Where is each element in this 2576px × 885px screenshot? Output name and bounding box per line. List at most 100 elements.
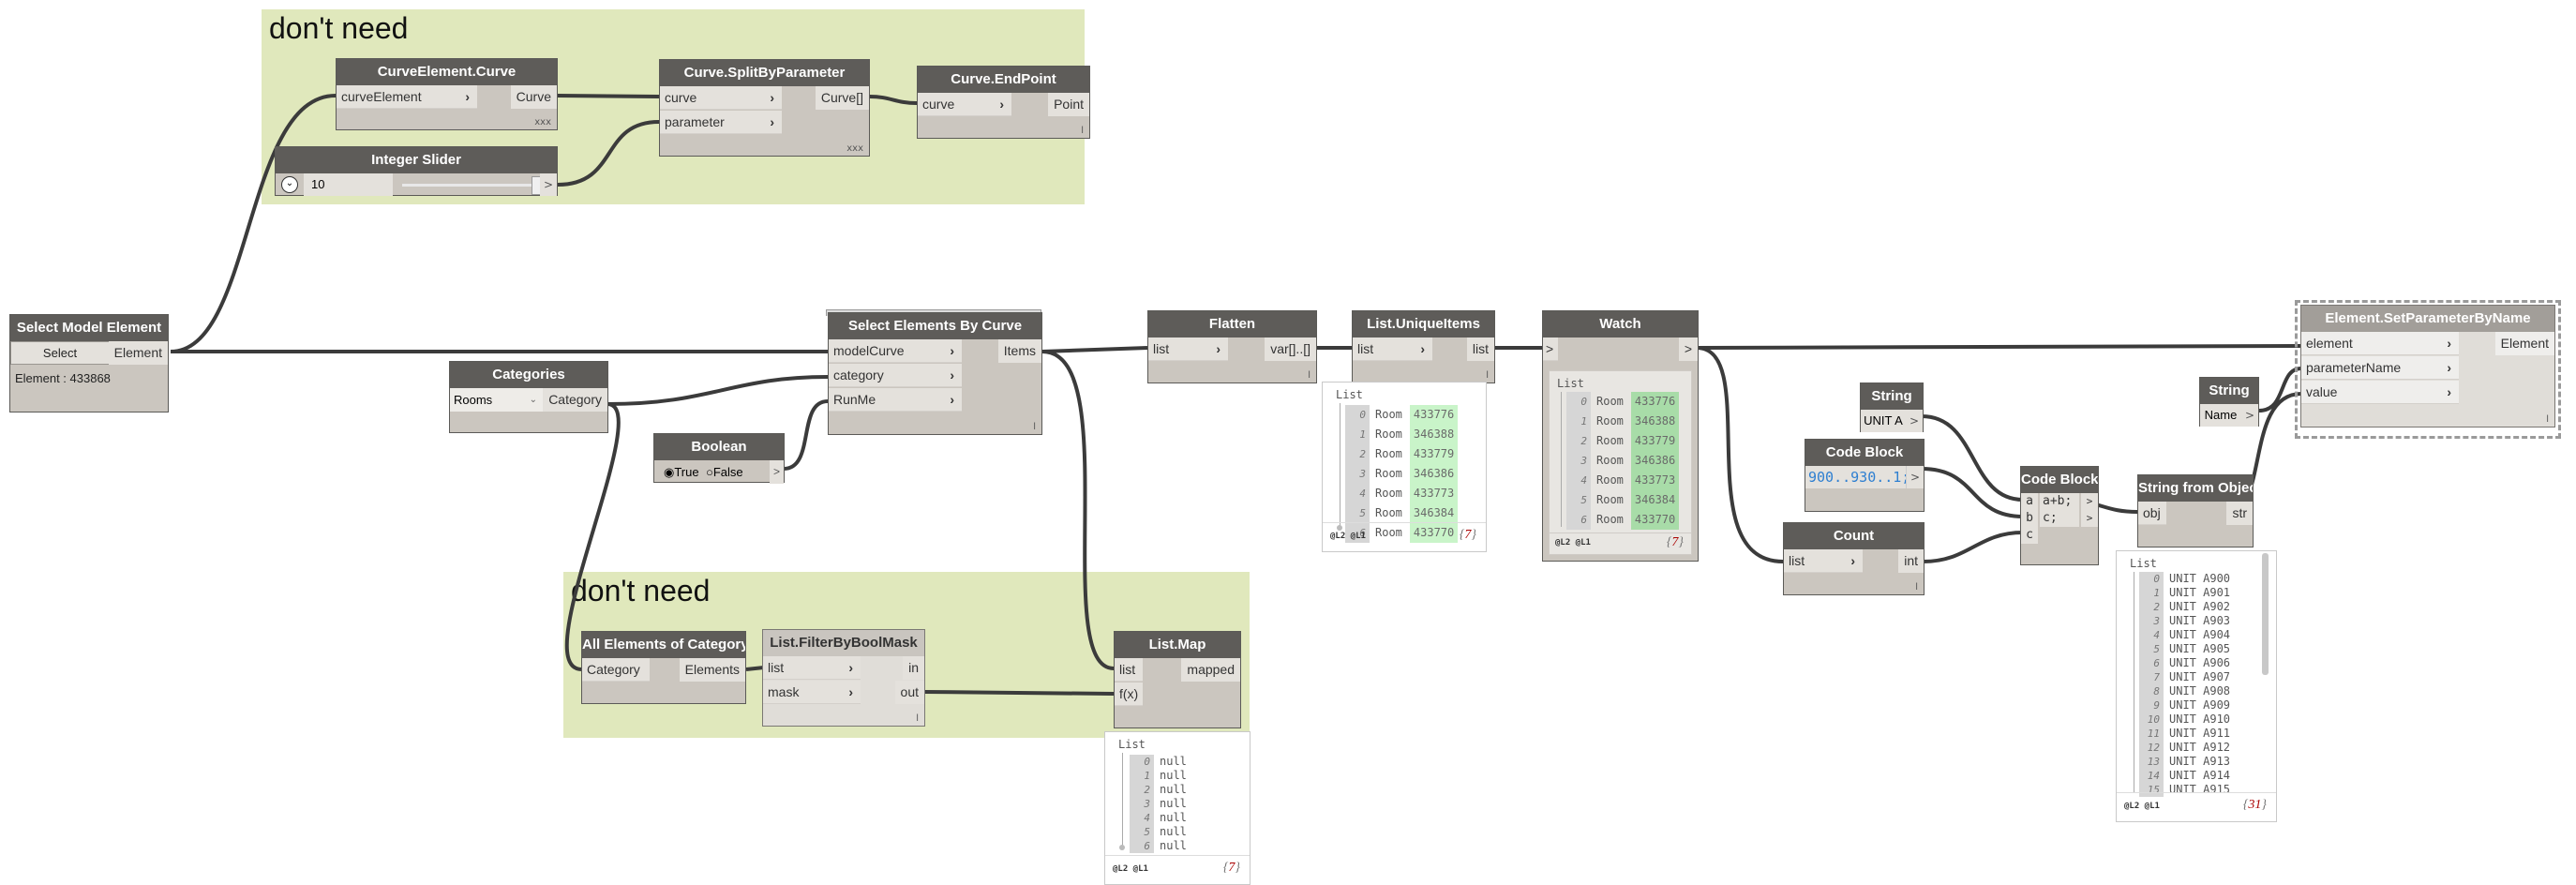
input-port-c[interactable]: c xyxy=(2021,527,2038,544)
output-port[interactable]: > xyxy=(770,460,784,484)
node-categories[interactable]: Categories Rooms ⌄ Category xyxy=(449,361,608,433)
element-id[interactable]: 433779 xyxy=(1630,431,1680,451)
lacing-indicator[interactable]: l xyxy=(1308,370,1310,381)
output-port-out[interactable]: out xyxy=(894,681,924,704)
output-port[interactable]: > xyxy=(540,173,557,196)
node-list-uniqueitems[interactable]: List.UniqueItems list› list l xyxy=(1352,310,1495,383)
output-port[interactable]: > xyxy=(1678,338,1698,361)
output-port-curve[interactable]: Curve xyxy=(510,85,557,109)
node-string-from-object[interactable]: String from Object obj str xyxy=(2137,474,2254,548)
node-flatten[interactable]: Flatten list› var[]..[] l xyxy=(1147,310,1317,383)
element-id[interactable]: 433776 xyxy=(1630,392,1680,412)
lacing-indicator[interactable]: xxx xyxy=(846,143,863,154)
slider-track[interactable] xyxy=(402,184,533,187)
input-port-parameter[interactable]: parameter› xyxy=(660,111,782,134)
input-port-category[interactable]: Category xyxy=(582,658,650,682)
output-port-element[interactable]: Element xyxy=(108,341,168,365)
output-port-in[interactable]: in xyxy=(903,656,924,680)
output-port-elements[interactable]: Elements xyxy=(679,658,745,682)
output-port-2[interactable]: > xyxy=(2081,510,2098,527)
output-port-str[interactable]: str xyxy=(2226,502,2253,525)
lacing-indicator[interactable]: l xyxy=(1033,422,1036,432)
element-id[interactable]: 433770 xyxy=(1409,523,1459,543)
output-port-var[interactable]: var[]..[] xyxy=(1265,338,1316,361)
input-port-fx[interactable]: f(x) xyxy=(1115,682,1143,706)
lacing-indicator[interactable]: l xyxy=(1081,126,1084,136)
lacing-indicator[interactable]: xxx xyxy=(534,117,551,128)
input-port-runme[interactable]: RunMe› xyxy=(829,388,962,412)
input-port-mask[interactable]: mask› xyxy=(763,681,861,704)
expand-slider-icon[interactable]: ⌄ xyxy=(281,176,298,193)
input-port-list[interactable]: list› xyxy=(1784,549,1863,573)
node-curve-endpoint[interactable]: Curve.EndPoint curve› Point l xyxy=(917,66,1090,139)
element-id[interactable]: 346386 xyxy=(1630,451,1680,471)
input-port-b[interactable]: b xyxy=(2021,510,2038,527)
select-button[interactable]: Select xyxy=(10,341,110,365)
list-levels[interactable]: @L2 @L1 xyxy=(1555,538,1591,548)
input-port-obj[interactable]: obj xyxy=(2138,502,2166,525)
element-id[interactable]: 433779 xyxy=(1409,444,1459,464)
input-port-value[interactable]: value› xyxy=(2301,381,2459,404)
output-port-mapped[interactable]: mapped xyxy=(1181,658,1240,682)
node-code-block-range[interactable]: Code Block 900..930..1; > xyxy=(1805,439,1925,512)
list-levels[interactable]: @L2 @L1 xyxy=(1113,864,1148,874)
input-port-list[interactable]: list› xyxy=(1148,338,1228,361)
lacing-indicator[interactable]: l xyxy=(1486,370,1489,381)
output-port-items[interactable]: Items xyxy=(997,339,1041,363)
output-port-int[interactable]: int xyxy=(1898,549,1924,573)
element-id[interactable]: 346384 xyxy=(1409,503,1459,523)
input-port-parametername[interactable]: parameterName› xyxy=(2301,356,2459,380)
input-port-list[interactable]: list› xyxy=(1353,338,1432,361)
output-port-category[interactable]: Category xyxy=(543,388,607,412)
code-editor[interactable]: a+b; c; xyxy=(2040,493,2079,527)
slider-value-input[interactable]: 10 xyxy=(304,173,393,196)
input-port-list[interactable]: list› xyxy=(763,656,861,680)
element-id[interactable]: 433773 xyxy=(1409,484,1459,503)
lacing-indicator[interactable]: l xyxy=(2546,414,2549,425)
input-port-curve[interactable]: curve› xyxy=(918,93,1011,116)
input-port-curve[interactable]: curve› xyxy=(660,86,782,110)
element-id[interactable]: 433773 xyxy=(1630,471,1680,490)
input-port-element[interactable]: element› xyxy=(2301,332,2459,355)
node-curveelement-curve[interactable]: CurveElement.Curve curveElement› Curve x… xyxy=(336,58,558,130)
input-port-list[interactable]: list xyxy=(1115,658,1143,682)
node-curve-splitbyparameter[interactable]: Curve.SplitByParameter curve› Curve[] pa… xyxy=(659,59,870,157)
node-element-setparameterbyname[interactable]: Element.SetParameterByName element› Elem… xyxy=(2300,305,2555,428)
element-id[interactable]: 433776 xyxy=(1409,405,1459,425)
node-list-filterbyboolmask[interactable]: List.FilterByBoolMask list› in mask› out… xyxy=(762,629,925,727)
node-string-unit[interactable]: String UNIT A > xyxy=(1860,382,1924,432)
list-levels[interactable]: @L2 @L1 xyxy=(1330,532,1366,541)
node-list-map[interactable]: List.Map list mapped f(x) xyxy=(1114,631,1241,728)
element-id[interactable]: 346388 xyxy=(1409,425,1459,444)
string-value-input[interactable]: UNIT A xyxy=(1861,410,1907,432)
node-all-elements-of-category[interactable]: All Elements of Category Category Elemen… xyxy=(581,631,746,704)
node-select-elements-by-curve[interactable]: Select Elements By Curve modelCurve› Ite… xyxy=(828,312,1042,435)
node-count[interactable]: Count list› int l xyxy=(1783,522,1925,595)
node-boolean[interactable]: Boolean ◉True ○False > xyxy=(653,433,785,484)
category-dropdown[interactable]: Rooms ⌄ xyxy=(450,388,544,412)
scrollbar-thumb[interactable] xyxy=(2262,553,2269,675)
input-port-curveelement[interactable]: curveElement› xyxy=(337,85,477,109)
element-id[interactable]: 433770 xyxy=(1630,510,1680,530)
output-port-list[interactable]: list xyxy=(1466,338,1494,361)
list-levels[interactable]: @L2 @L1 xyxy=(2124,802,2160,811)
node-code-block-concat[interactable]: Code Block a b c a+b; c; > > xyxy=(2020,466,2099,565)
node-string-name[interactable]: String Name > xyxy=(2199,377,2259,427)
input-port-category[interactable]: category› xyxy=(829,364,962,387)
node-select-model-element[interactable]: Select Model Element Select Element Elem… xyxy=(9,314,169,412)
output-port[interactable]: > xyxy=(2241,404,2258,427)
string-value-input[interactable]: Name xyxy=(2200,404,2242,427)
output-port-element[interactable]: Element xyxy=(2494,332,2554,355)
output-port-1[interactable]: > xyxy=(2081,493,2098,510)
radio-true[interactable]: ◉True xyxy=(664,465,699,480)
element-id[interactable]: 346388 xyxy=(1630,412,1680,431)
output-port-curve-array[interactable]: Curve[] xyxy=(815,86,869,110)
input-port[interactable]: > xyxy=(1543,338,1558,361)
lacing-indicator[interactable]: l xyxy=(916,713,919,724)
